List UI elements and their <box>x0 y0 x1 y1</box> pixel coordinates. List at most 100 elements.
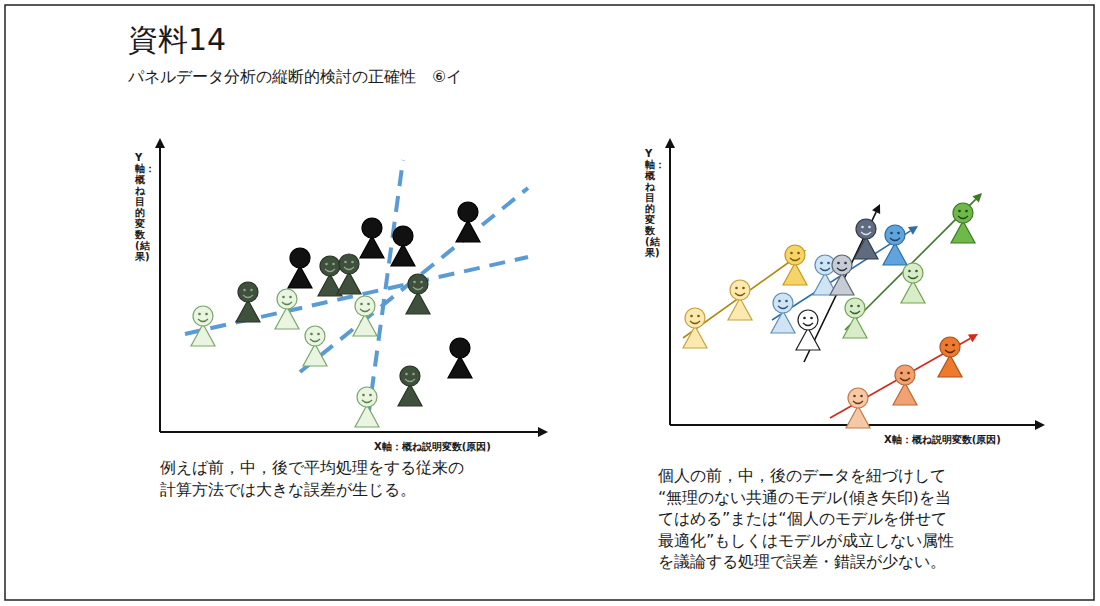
trend-arrow <box>772 226 918 320</box>
person-smile <box>778 306 788 309</box>
person-body <box>783 263 807 285</box>
person-smile <box>803 323 813 326</box>
person-smile <box>790 258 800 261</box>
person-body <box>771 311 795 333</box>
person-figure <box>191 306 215 346</box>
person-eye <box>310 333 313 336</box>
person-body <box>843 316 867 338</box>
person-body <box>901 281 925 303</box>
subtitle: パネルデータ分析の縦断的検討の正確性 ⑥イ <box>128 66 828 88</box>
person-head <box>832 255 852 275</box>
arrow-head <box>538 427 548 437</box>
arrow-head <box>155 138 165 148</box>
person-head <box>685 308 705 328</box>
person-body <box>854 237 878 259</box>
person-eye <box>697 315 700 318</box>
caption-text: 例えば前，中，後で平均処理をする従来の 計算方法では大きな誤差が生じる。 <box>160 457 478 500</box>
person-eye <box>958 210 961 213</box>
person-head <box>355 296 375 316</box>
person-smile <box>198 319 208 322</box>
trend-arrow <box>845 193 982 330</box>
person-figure <box>360 218 384 258</box>
y-axis <box>665 138 675 425</box>
person-eye <box>844 262 847 265</box>
person-figure <box>883 225 907 265</box>
person-eye <box>198 313 201 316</box>
person-eye <box>351 261 354 264</box>
person-body <box>360 236 384 258</box>
person-head <box>393 226 413 246</box>
person-figure <box>288 248 312 288</box>
person-eye <box>897 232 900 235</box>
person-head <box>856 219 876 239</box>
person-figure <box>728 280 752 320</box>
person-smile <box>310 339 320 342</box>
person-figure <box>771 293 795 333</box>
arrow-line <box>160 431 538 433</box>
person-eye <box>420 281 423 284</box>
person-smile <box>243 295 253 298</box>
regression-line <box>300 188 528 372</box>
person-figure <box>398 366 422 406</box>
person-smile <box>890 238 900 241</box>
trend-arrow <box>804 204 880 362</box>
arrow-line <box>772 231 910 320</box>
person-eye <box>289 296 292 299</box>
person-smile <box>344 267 354 270</box>
person-eye <box>250 289 253 292</box>
person-head <box>773 293 793 313</box>
person-smile <box>900 378 910 381</box>
person-body <box>883 243 907 265</box>
person-body <box>846 406 870 428</box>
arrow-head <box>908 226 918 235</box>
person-eye <box>803 317 806 320</box>
person-head <box>450 338 470 358</box>
person-eye <box>868 226 871 229</box>
person-head <box>940 337 960 357</box>
person-figure <box>893 365 917 405</box>
person-head <box>848 388 868 408</box>
person-eye <box>405 373 408 376</box>
person-body <box>303 344 327 366</box>
person-figure <box>456 202 480 242</box>
person-figure <box>448 338 472 378</box>
arrow-line <box>669 148 671 425</box>
slide-title: 資料14 <box>128 22 226 58</box>
arrow-head <box>968 334 978 342</box>
person-eye <box>797 252 800 255</box>
person-eye <box>861 226 864 229</box>
person-eye <box>900 372 903 375</box>
arrow-head <box>1035 420 1045 430</box>
person-smile <box>325 269 335 272</box>
x-axis <box>160 427 548 437</box>
person-head <box>193 306 213 326</box>
trend-arrow <box>830 334 978 418</box>
person-eye <box>890 232 893 235</box>
person-smile <box>820 268 830 271</box>
person-smile <box>405 379 415 382</box>
person-head <box>885 225 905 245</box>
person-body <box>355 405 379 427</box>
person-figure <box>236 282 260 322</box>
person-eye <box>837 262 840 265</box>
person-smile <box>735 293 745 296</box>
person-eye <box>945 344 948 347</box>
person-smile <box>945 350 955 353</box>
person-body <box>236 300 260 322</box>
slide-border <box>5 5 1094 600</box>
regression-line <box>368 160 403 418</box>
person-eye <box>907 372 910 375</box>
person-head <box>895 365 915 385</box>
person-figure <box>830 255 854 295</box>
person-head <box>845 298 865 318</box>
person-figure <box>938 337 962 377</box>
person-head <box>953 203 973 223</box>
arrow-line <box>845 199 976 330</box>
person-head <box>798 310 818 330</box>
person-eye <box>850 305 853 308</box>
person-eye <box>785 300 788 303</box>
arrow-head <box>872 204 880 214</box>
person-smile <box>362 400 372 403</box>
person-body <box>893 383 917 405</box>
